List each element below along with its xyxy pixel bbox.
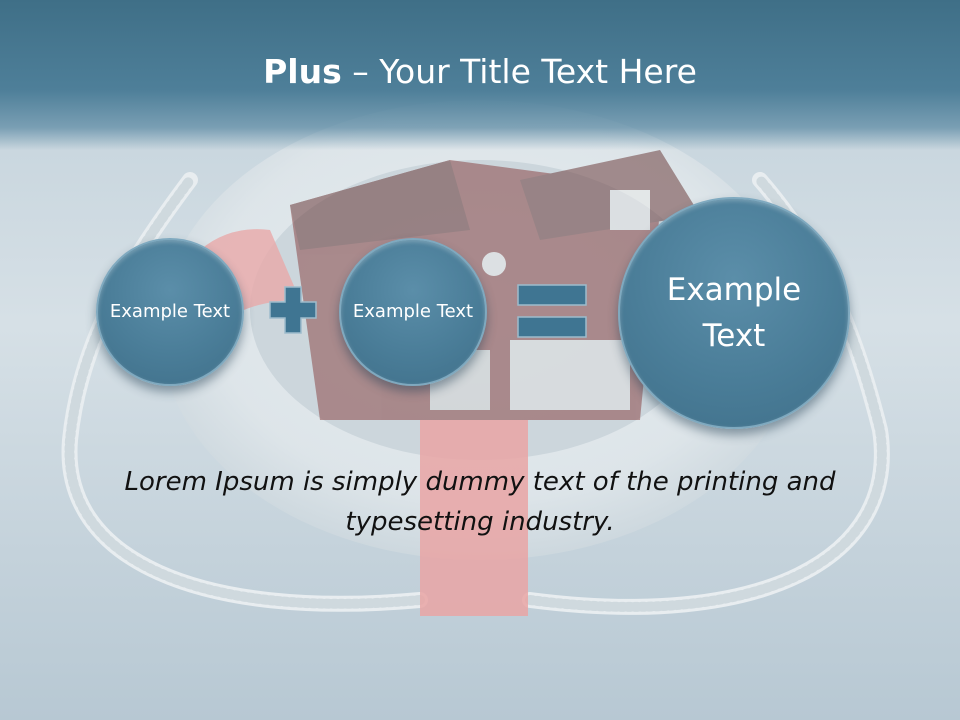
- slide-title: Plus – Your Title Text Here: [0, 52, 960, 91]
- circle-middle-text: Example Text: [352, 301, 474, 322]
- circle-result[interactable]: Example Text: [618, 197, 850, 429]
- circle-middle[interactable]: Example Text: [339, 238, 487, 386]
- title-bar: [0, 0, 960, 150]
- circle-left[interactable]: Example Text: [96, 238, 244, 386]
- plus-icon: [269, 286, 317, 334]
- circle-left-text: Example Text: [109, 301, 231, 322]
- circle-result-text: Example Text: [666, 272, 802, 354]
- title-rest: – Your Title Text Here: [341, 52, 697, 91]
- equals-icon: [517, 284, 587, 338]
- title-bold: Plus: [263, 52, 342, 91]
- caption-text: Lorem Ipsum is simply dummy text of the …: [124, 467, 836, 537]
